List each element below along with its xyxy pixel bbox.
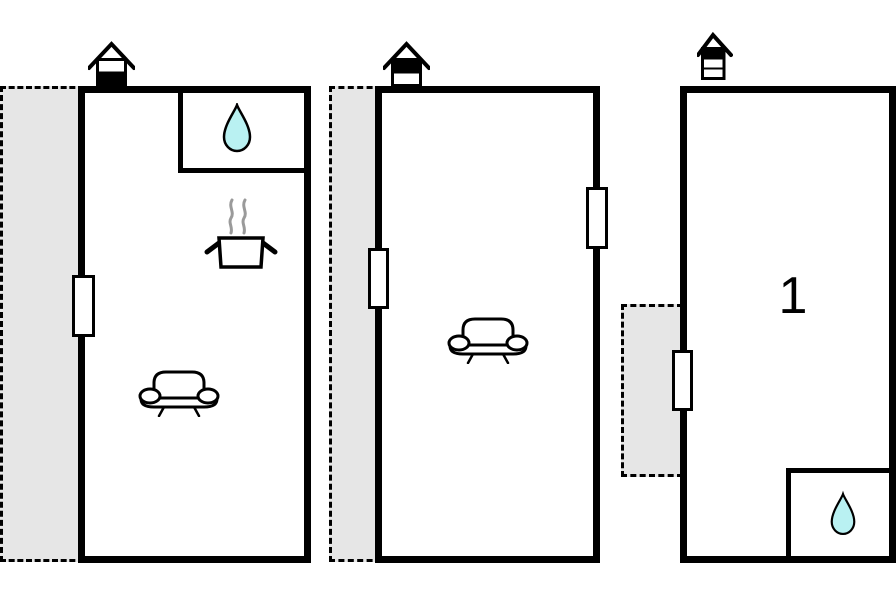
chimney-icon [383,41,430,87]
unit-number-label: 1 [778,267,808,325]
door-middle-building-left [368,248,389,309]
water-drop-icon [830,490,856,536]
chimney-icon [697,31,733,80]
terrace-middle-building [329,86,382,562]
door-middle-building-right [586,187,608,249]
stove-icon [204,198,278,269]
door-left-building [72,275,95,337]
water-drop-icon [222,103,252,153]
sofa-icon [138,370,220,417]
sofa-icon [447,317,529,364]
door-right-building [672,350,693,411]
terrace-left-building [0,86,84,562]
chimney-icon [88,41,135,87]
